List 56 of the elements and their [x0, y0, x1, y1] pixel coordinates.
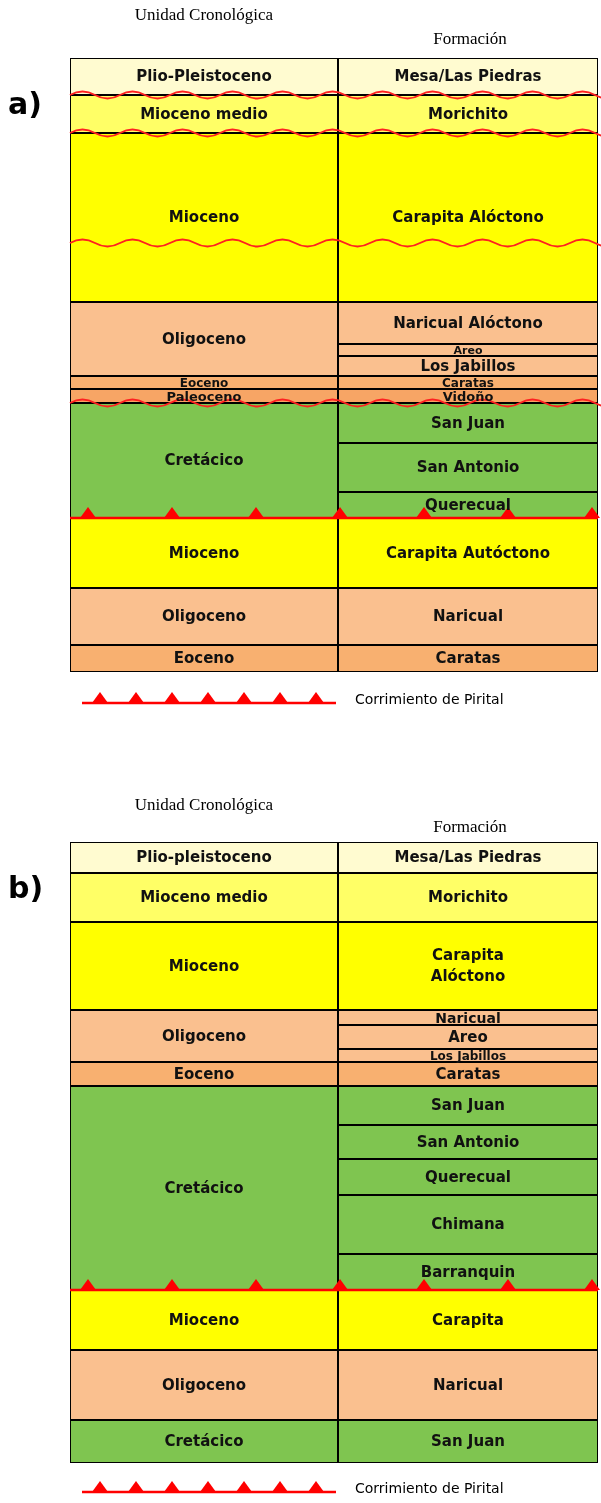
formation-cell: Naricual Alóctono	[338, 302, 598, 344]
chronostratigraphic-unit-cell: Mioceno medio	[70, 95, 338, 133]
formation-cell: Areo	[338, 1025, 598, 1049]
legend-text: Corrimiento de Pirital	[355, 1480, 504, 1496]
chronostratigraphic-unit-cell: Eoceno	[70, 376, 338, 389]
formation-cell: Caratas	[338, 1062, 598, 1086]
chronostratigraphic-unit-cell: Mioceno	[70, 1290, 338, 1350]
formation-cell: Naricual	[338, 588, 598, 645]
chronostratigraphic-unit-cell: Cretácico	[70, 1086, 338, 1290]
chronostratigraphic-unit-cell: Oligoceno	[70, 302, 338, 376]
column-heading: Formación	[432, 818, 508, 837]
chronostratigraphic-unit-cell: Mioceno	[70, 518, 338, 588]
formation-cell: Caratas	[338, 645, 598, 672]
chronostratigraphic-unit-cell: Mioceno medio	[70, 873, 338, 922]
chronostratigraphic-unit-cell: Oligoceno	[70, 1350, 338, 1420]
formation-cell: Areo	[338, 344, 598, 356]
formation-cell: Naricual	[338, 1350, 598, 1420]
chronostratigraphic-unit-cell: Plio-Pleistoceno	[70, 58, 338, 95]
chronostratigraphic-unit-cell: Mioceno	[70, 922, 338, 1010]
formation-cell: Morichito	[338, 95, 598, 133]
column-heading: Unidad Cronológica	[134, 6, 274, 25]
formation-cell: Morichito	[338, 873, 598, 922]
formation-cell: Chimana	[338, 1195, 598, 1254]
formation-cell: Carapita Autóctono	[338, 518, 598, 588]
formation-cell: Querecual	[338, 492, 598, 518]
formation-cell: Mesa/Las Piedras	[338, 58, 598, 95]
formation-cell: San Juan	[338, 1086, 598, 1125]
chronostratigraphic-unit-cell: Cretácico	[70, 403, 338, 518]
chronostratigraphic-unit-cell: Eoceno	[70, 645, 338, 672]
formation-cell: Carapita Alóctono	[338, 133, 598, 302]
formation-cell: Querecual	[338, 1159, 598, 1195]
chronostratigraphic-unit-cell: Paleoceno	[70, 389, 338, 403]
formation-cell: Los Jabillos	[338, 1049, 598, 1062]
formation-cell: Los Jabillos	[338, 356, 598, 376]
panel-label: a)	[8, 86, 43, 121]
formation-cell: San Juan	[338, 1420, 598, 1463]
formation-cell: Carapita	[338, 1290, 598, 1350]
formation-cell: San Antonio	[338, 1125, 598, 1159]
formation-cell: San Juan	[338, 403, 598, 443]
formation-cell: Vidoño	[338, 389, 598, 403]
formation-cell: Naricual	[338, 1010, 598, 1025]
chronostratigraphic-unit-cell: Mioceno	[70, 133, 338, 302]
formation-cell: Barranquin	[338, 1254, 598, 1290]
formation-cell: Carapita Alóctono	[338, 922, 598, 1010]
chronostratigraphic-unit-cell: Oligoceno	[70, 1010, 338, 1062]
panel-label: b)	[8, 870, 45, 905]
legend-text: Corrimiento de Pirital	[355, 691, 504, 707]
chronostratigraphic-unit-cell: Cretácico	[70, 1420, 338, 1463]
chronostratigraphic-unit-cell: Plio-pleistoceno	[70, 842, 338, 873]
formation-cell: Caratas	[338, 376, 598, 389]
chronostratigraphic-unit-cell: Oligoceno	[70, 588, 338, 645]
column-heading: Formación	[432, 30, 508, 49]
formation-cell: Mesa/Las Piedras	[338, 842, 598, 873]
formation-cell: San Antonio	[338, 443, 598, 492]
column-heading: Unidad Cronológica	[134, 796, 274, 815]
chronostratigraphic-unit-cell: Eoceno	[70, 1062, 338, 1086]
